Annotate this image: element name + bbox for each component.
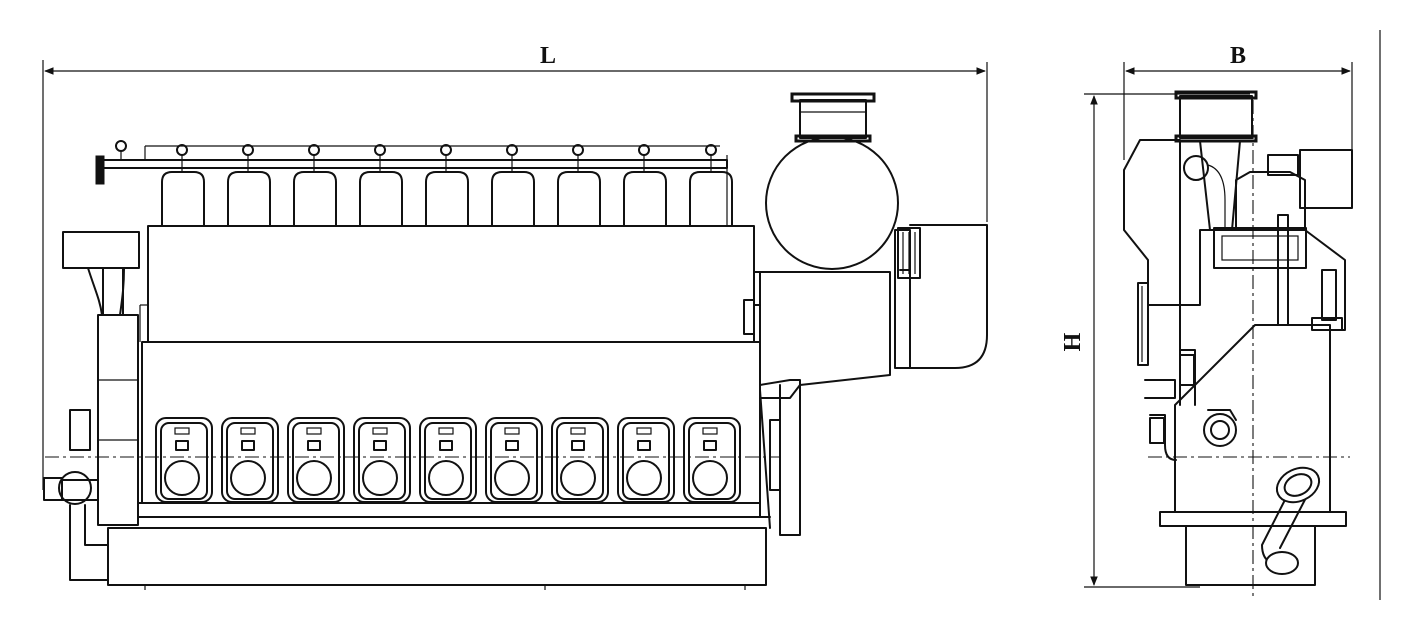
width-dimension: B [1123, 43, 1353, 160]
turbocharger [753, 92, 988, 399]
height-dimension: H [1060, 93, 1250, 588]
engine-end-view [1123, 90, 1353, 600]
valve-gear-housing [1213, 227, 1307, 269]
bed-rail [137, 502, 761, 518]
cylinder-block [147, 225, 755, 343]
length-dimension: L [42, 43, 988, 490]
end-crankcase [1174, 324, 1331, 513]
crankcase-doors [155, 417, 741, 503]
end-sump [1185, 525, 1316, 586]
width-label: B [1230, 43, 1246, 69]
rocker-covers [161, 171, 733, 227]
oil-sump [107, 527, 767, 586]
governor-top [62, 231, 140, 269]
engine-side-view [43, 92, 988, 590]
pressure-gauges [115, 140, 717, 172]
fuel-rail [95, 140, 728, 226]
oil-filter [1203, 413, 1237, 447]
length-label: L [540, 43, 556, 69]
front-cover [97, 314, 139, 526]
height-label: H [1060, 332, 1086, 351]
